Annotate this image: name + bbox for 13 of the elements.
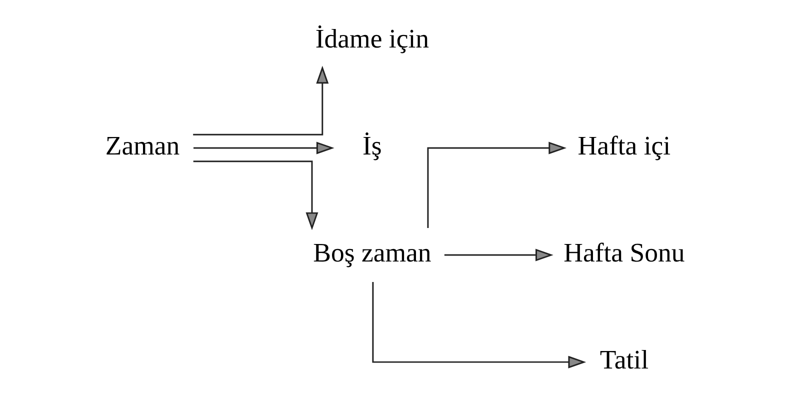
node-text: İş — [362, 130, 382, 161]
arrow — [193, 66, 329, 136]
node-text: Tatil — [600, 344, 649, 375]
node-text: Boş zaman — [313, 238, 432, 268]
node-text: İdame için — [315, 23, 430, 54]
node-text: Hafta Sonu — [564, 238, 685, 268]
arrow — [372, 282, 586, 368]
node-text: Zaman — [105, 130, 180, 161]
arrow — [444, 248, 554, 262]
arrow — [427, 142, 566, 228]
node-text: Hafta içi — [578, 130, 671, 161]
arrow — [193, 160, 318, 230]
arrow — [193, 142, 334, 154]
